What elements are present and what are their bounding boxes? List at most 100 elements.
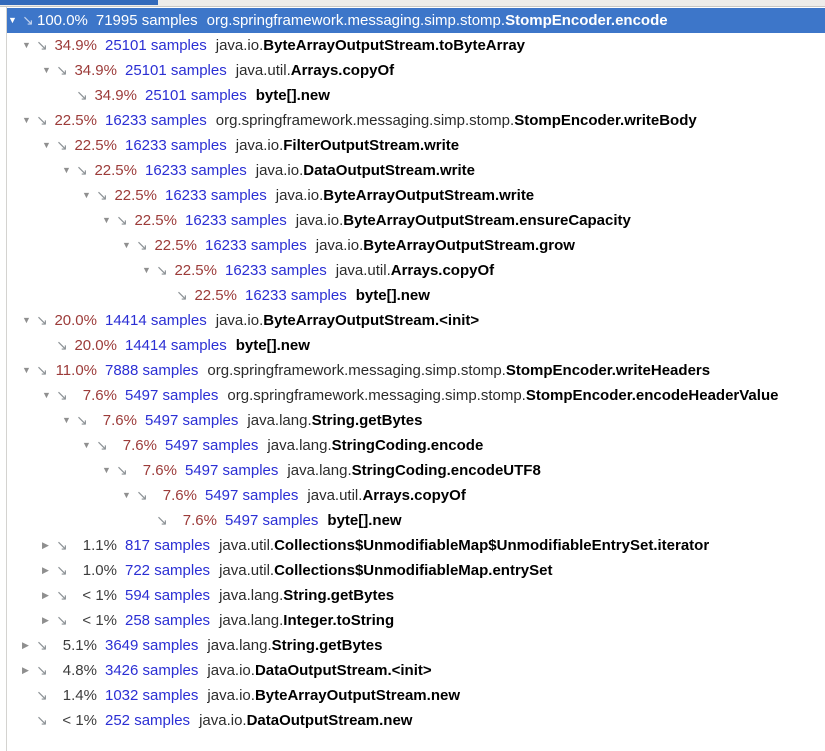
method-fqn: org.springframework.messaging.simp.stomp… bbox=[216, 108, 697, 133]
call-arrow-icon: ↘ bbox=[136, 487, 148, 503]
collapse-toggle-icon[interactable]: ▼ bbox=[42, 65, 51, 75]
percent-label: 20.0% bbox=[54, 312, 97, 329]
collapse-toggle-icon[interactable]: ▼ bbox=[142, 265, 151, 275]
collapse-toggle-icon[interactable]: ▼ bbox=[102, 465, 111, 475]
collapse-toggle-icon[interactable]: ▼ bbox=[8, 15, 17, 25]
method-fqn: java.util.Arrays.copyOf bbox=[336, 258, 494, 283]
call-arrow-icon: ↘ bbox=[36, 362, 48, 378]
method-fqn: java.lang.String.getBytes bbox=[247, 408, 422, 433]
expand-toggle-icon[interactable]: ▶ bbox=[42, 590, 49, 600]
samples-label: 722 samples bbox=[125, 562, 211, 579]
package-label: java.lang. bbox=[287, 462, 352, 479]
method-fqn: java.util.Arrays.copyOf bbox=[236, 58, 394, 83]
method-label: byte[].new bbox=[255, 87, 330, 104]
percent-label: 22.5% bbox=[114, 187, 157, 204]
collapse-toggle-icon[interactable]: ▼ bbox=[122, 490, 131, 500]
package-label: java.util. bbox=[219, 562, 275, 579]
call-arrow-icon: ↘ bbox=[36, 662, 48, 678]
package-label: java.io. bbox=[255, 162, 304, 179]
percent-label: 22.5% bbox=[174, 262, 217, 279]
expand-toggle-icon[interactable]: ▶ bbox=[42, 565, 49, 575]
method-label: StompEncoder.encode bbox=[505, 12, 668, 29]
method-fqn: java.lang.StringCoding.encode bbox=[267, 433, 483, 458]
collapse-toggle-icon[interactable]: ▼ bbox=[22, 40, 31, 50]
percent-label: 22.5% bbox=[154, 237, 197, 254]
call-arrow-icon: ↘ bbox=[36, 637, 48, 653]
package-label: java.lang. bbox=[207, 637, 272, 654]
method-label: Arrays.copyOf bbox=[390, 262, 495, 279]
method-label: ByteArrayOutputStream.ensureCapacity bbox=[343, 212, 631, 229]
percent-label: < 1% bbox=[82, 587, 117, 604]
collapse-toggle-icon[interactable]: ▼ bbox=[42, 390, 51, 400]
collapse-toggle-icon[interactable]: ▼ bbox=[22, 115, 31, 125]
collapse-toggle-icon[interactable]: ▼ bbox=[62, 165, 71, 175]
collapse-toggle-icon[interactable]: ▼ bbox=[82, 440, 91, 450]
method-fqn: org.springframework.messaging.simp.stomp… bbox=[227, 383, 778, 408]
collapse-toggle-icon[interactable]: ▼ bbox=[102, 215, 111, 225]
method-label: StompEncoder.encodeHeaderValue bbox=[525, 387, 779, 404]
percent-label: 7.6% bbox=[82, 387, 117, 404]
method-fqn: byte[].new bbox=[256, 83, 330, 108]
package-label: java.util. bbox=[219, 537, 275, 554]
method-fqn: java.lang.String.getBytes bbox=[219, 583, 394, 608]
call-arrow-icon: ↘ bbox=[36, 712, 48, 728]
package-label: org.springframework.messaging.simp.stomp… bbox=[206, 12, 506, 29]
collapse-toggle-icon[interactable]: ▼ bbox=[22, 365, 31, 375]
collapse-toggle-icon[interactable]: ▼ bbox=[122, 240, 131, 250]
method-fqn: java.io.DataOutputStream.new bbox=[199, 708, 412, 733]
expand-toggle-icon[interactable]: ▶ bbox=[22, 640, 29, 650]
collapse-toggle-icon[interactable]: ▼ bbox=[22, 315, 31, 325]
call-arrow-icon: ↘ bbox=[56, 612, 68, 628]
call-arrow-icon: ↘ bbox=[96, 437, 108, 453]
samples-label: 14414 samples bbox=[105, 312, 207, 329]
expand-toggle-icon[interactable]: ▶ bbox=[22, 665, 29, 675]
expand-toggle-icon[interactable]: ▶ bbox=[42, 540, 49, 550]
tab-indicator bbox=[0, 0, 158, 5]
samples-label: 16233 samples bbox=[245, 287, 347, 304]
collapse-toggle-icon[interactable]: ▼ bbox=[62, 415, 71, 425]
package-label: java.io. bbox=[215, 37, 264, 54]
collapse-toggle-icon[interactable]: ▼ bbox=[82, 190, 91, 200]
method-fqn: java.io.ByteArrayOutputStream.ensureCapa… bbox=[296, 208, 631, 233]
percent-label: 34.9% bbox=[54, 37, 97, 54]
collapse-toggle-icon[interactable]: ▼ bbox=[42, 140, 51, 150]
package-label: java.util. bbox=[235, 62, 291, 79]
call-arrow-icon: ↘ bbox=[116, 212, 128, 228]
samples-label: 594 samples bbox=[125, 587, 211, 604]
expand-toggle-icon[interactable]: ▶ bbox=[42, 615, 49, 625]
samples-label: 5497 samples bbox=[165, 437, 259, 454]
method-fqn: java.io.FilterOutputStream.write bbox=[236, 133, 459, 158]
samples-label: 3649 samples bbox=[105, 637, 199, 654]
